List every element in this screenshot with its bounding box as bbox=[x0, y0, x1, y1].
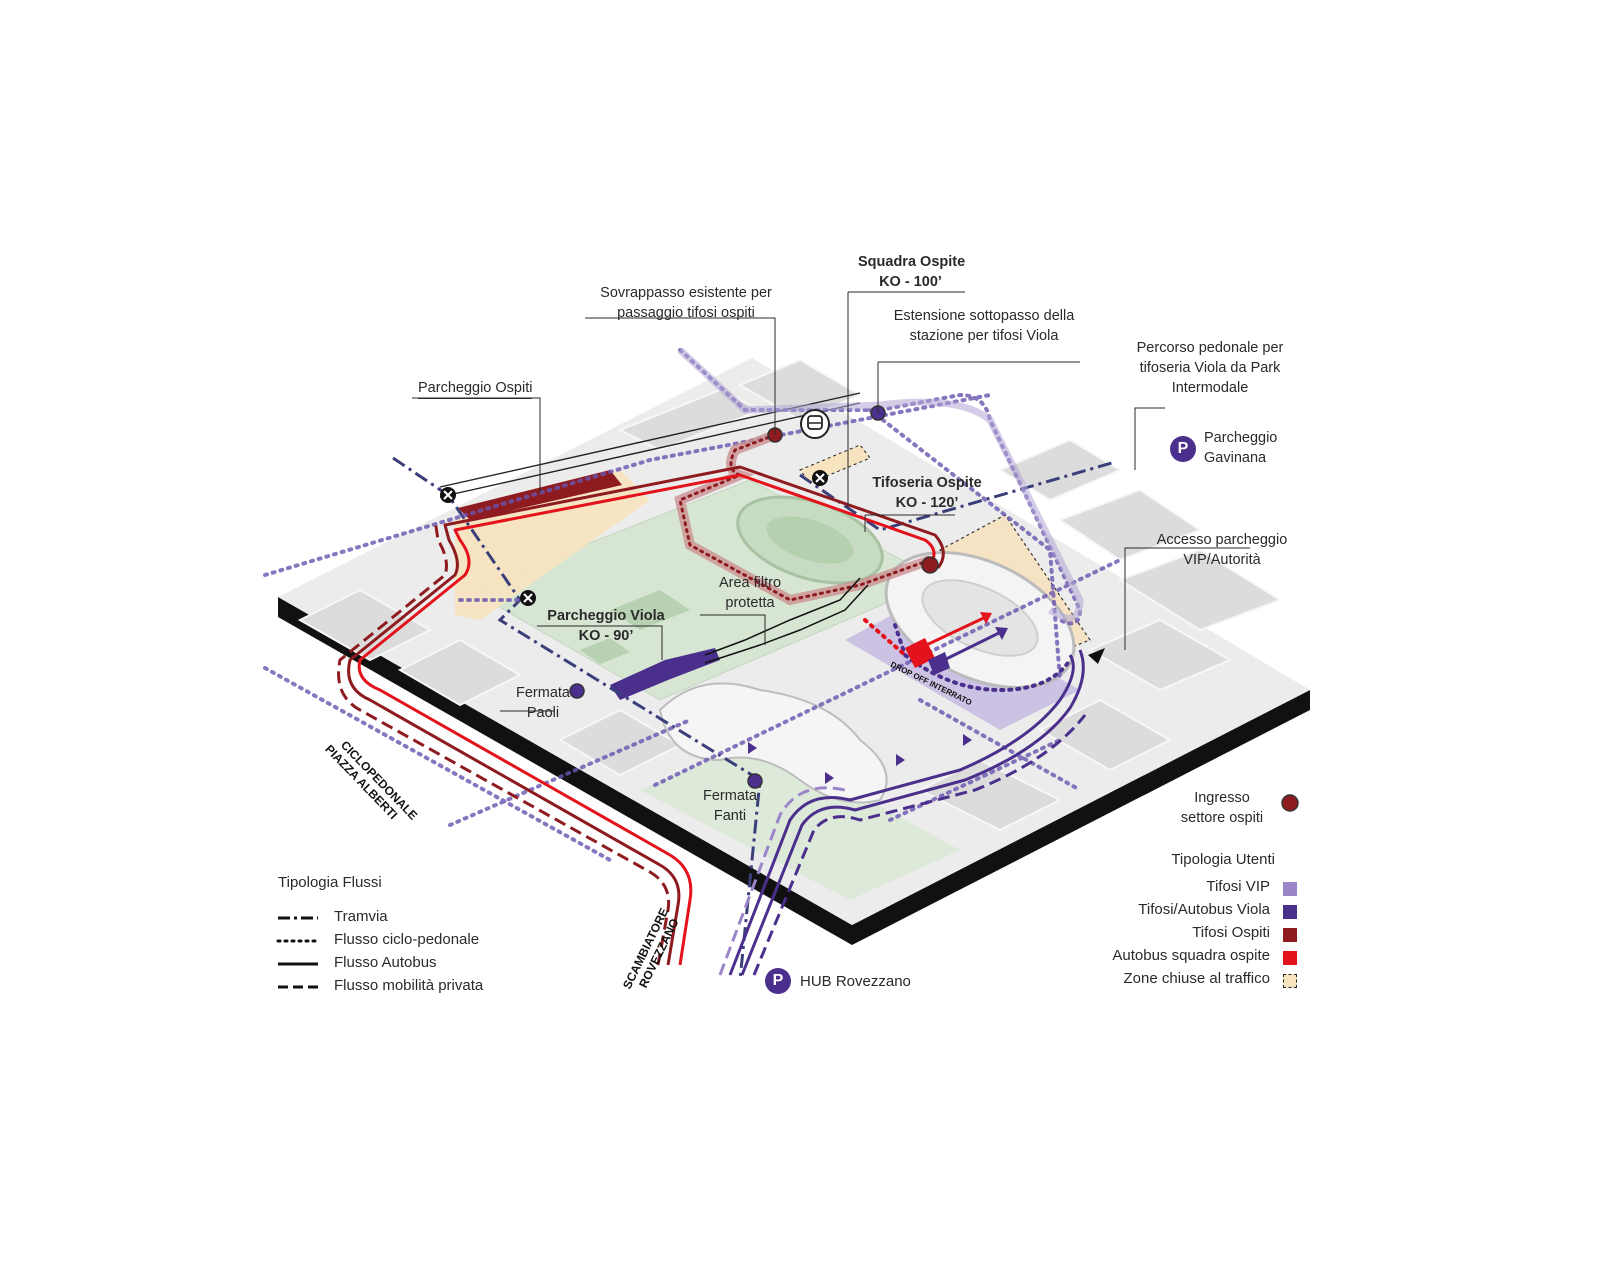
label-squadra-ospite-title: Squadra Ospite bbox=[858, 254, 966, 270]
no-access-markers bbox=[440, 470, 828, 606]
label-parcheggio-viola: Parcheggio Viola KO - 90’ bbox=[540, 606, 672, 646]
label-percorso-line2: tifoseria Viola da Park bbox=[1139, 360, 1281, 376]
train-station-icon bbox=[800, 409, 830, 439]
private-mobility-route bbox=[337, 519, 671, 966]
legend-utenti-swatch bbox=[1283, 974, 1297, 988]
label-tifoseria-ospite: Tifoseria Ospite KO - 120’ bbox=[872, 473, 982, 513]
legend-utenti-item: Autobus squadra ospite bbox=[1112, 947, 1270, 964]
label-percorso-line3: Intermodale bbox=[1171, 380, 1249, 396]
label-sovrappasso-line1: Sovrappasso esistente per bbox=[600, 285, 772, 301]
drop-off-arrows bbox=[905, 612, 1008, 675]
label-tifoseria-ospite-ko: KO - 120’ bbox=[895, 495, 959, 511]
entry-arrows bbox=[748, 734, 972, 784]
legend-utenti-swatch bbox=[1283, 951, 1297, 965]
sports-building bbox=[610, 590, 690, 630]
ingresso-settore-ospiti-node bbox=[921, 556, 939, 574]
city-blocks bbox=[297, 358, 1283, 832]
fermata-paoli-node bbox=[569, 683, 585, 699]
label-estensione-line2: stazione per tifosi Viola bbox=[909, 328, 1059, 344]
label-paoli-line1: Fermata bbox=[516, 685, 570, 701]
bus-squadra-ospite-route bbox=[347, 465, 945, 966]
parcheggio-viola-area bbox=[610, 648, 720, 700]
vip-flow bbox=[893, 623, 1072, 693]
slab-side-left bbox=[278, 597, 852, 945]
legend-utenti-item: Tifosi Ospiti bbox=[1192, 924, 1270, 941]
parking-gavinana-icon: P bbox=[1170, 436, 1196, 462]
area-filtro-line bbox=[704, 577, 869, 664]
legend-flussi-item: Flusso Autobus bbox=[334, 954, 437, 971]
legend-flussi-item: Flusso ciclo-pedonale bbox=[334, 931, 480, 948]
legend-utenti-item: Zone chiuse al traffico bbox=[1123, 970, 1270, 987]
legend-utenti-swatch bbox=[1283, 882, 1297, 896]
accesso-arrow bbox=[1088, 648, 1105, 664]
label-sovrappasso: Sovrappasso esistente per passaggio tifo… bbox=[588, 283, 784, 323]
label-fanti-line2: Fanti bbox=[713, 808, 747, 824]
legend-flussi-item: Tramvia bbox=[334, 908, 388, 925]
label-ingresso-line1: Ingresso bbox=[1194, 790, 1250, 806]
label-area-filtro-line1: Area filtro bbox=[718, 575, 782, 591]
label-area-filtro: Area filtro protetta bbox=[710, 573, 790, 613]
label-squadra-ospite: Squadra Ospite KO - 100’ bbox=[858, 252, 966, 292]
legend-flussi-item: Flusso mobilità privata bbox=[334, 977, 484, 994]
label-parcheggio-gavinana: Parcheggio Gavinana bbox=[1204, 428, 1277, 468]
label-percorso-line1: Percorso pedonale per bbox=[1136, 340, 1284, 356]
label-squadra-ospite-ko: KO - 100’ bbox=[879, 274, 942, 290]
label-paoli-line2: Paoli bbox=[526, 705, 560, 721]
legend-utenti-item: Tifosi VIP bbox=[1206, 878, 1270, 895]
label-gavinana-line1: Parcheggio bbox=[1204, 430, 1278, 446]
new-complex bbox=[658, 682, 888, 804]
label-estensione-line1: Estensione sottopasso della bbox=[893, 308, 1075, 324]
label-ingresso-settore: Ingresso settore ospiti bbox=[1170, 788, 1274, 828]
label-accesso-line2: VIP/Autorità bbox=[1183, 552, 1261, 568]
label-gavinana-line2: Gavinana bbox=[1204, 450, 1267, 466]
viola-pedestrian-band bbox=[677, 347, 1084, 622]
bus-viola-route bbox=[718, 649, 1087, 976]
label-parcheggio-viola-title: Parcheggio Viola bbox=[547, 608, 665, 624]
label-area-filtro-line2: protetta bbox=[725, 595, 775, 611]
tramway-lines bbox=[392, 456, 1116, 981]
leader-lines bbox=[412, 291, 1250, 712]
legend-flussi-samples bbox=[276, 916, 320, 989]
legend-utenti-swatch bbox=[1283, 928, 1297, 942]
label-accesso-line1: Accesso parcheggio bbox=[1156, 532, 1288, 548]
label-parcheggio-ospiti: Parcheggio Ospiti bbox=[418, 378, 533, 399]
fermata-fanti-node bbox=[747, 773, 763, 789]
label-fermata-fanti: Fermata Fanti bbox=[700, 786, 760, 826]
label-fanti-line1: Fermata bbox=[703, 788, 757, 804]
label-estensione: Estensione sottopasso della stazione per… bbox=[880, 306, 1088, 346]
legend-utenti-swatch bbox=[1283, 905, 1297, 919]
label-parcheggio-viola-ko: KO - 90’ bbox=[578, 628, 634, 644]
label-accesso-parcheggio: Accesso parcheggio VIP/Autorità bbox=[1148, 530, 1296, 570]
label-fermata-paoli: Fermata Paoli bbox=[513, 683, 573, 723]
legend-utenti-item: Tifosi/Autobus Viola bbox=[1138, 901, 1270, 918]
legend-utenti-title: Tipologia Utenti bbox=[1171, 851, 1275, 868]
label-sovrappasso-line2: passaggio tifosi ospiti bbox=[617, 305, 755, 321]
label-tifoseria-ospite-title: Tifoseria Ospite bbox=[872, 475, 982, 491]
legend-flussi-title: Tipologia Flussi bbox=[278, 874, 382, 891]
parking-hub-icon: P bbox=[765, 968, 791, 994]
legend-ingresso-circle bbox=[1281, 794, 1299, 812]
green-park-south bbox=[640, 740, 960, 900]
slab-side-right bbox=[852, 690, 1310, 945]
label-hub-rovezzano: HUB Rovezzano bbox=[800, 973, 911, 990]
label-ingresso-line2: settore ospiti bbox=[1180, 810, 1264, 826]
label-percorso-pedonale: Percorso pedonale per tifoseria Viola da… bbox=[1128, 338, 1292, 398]
